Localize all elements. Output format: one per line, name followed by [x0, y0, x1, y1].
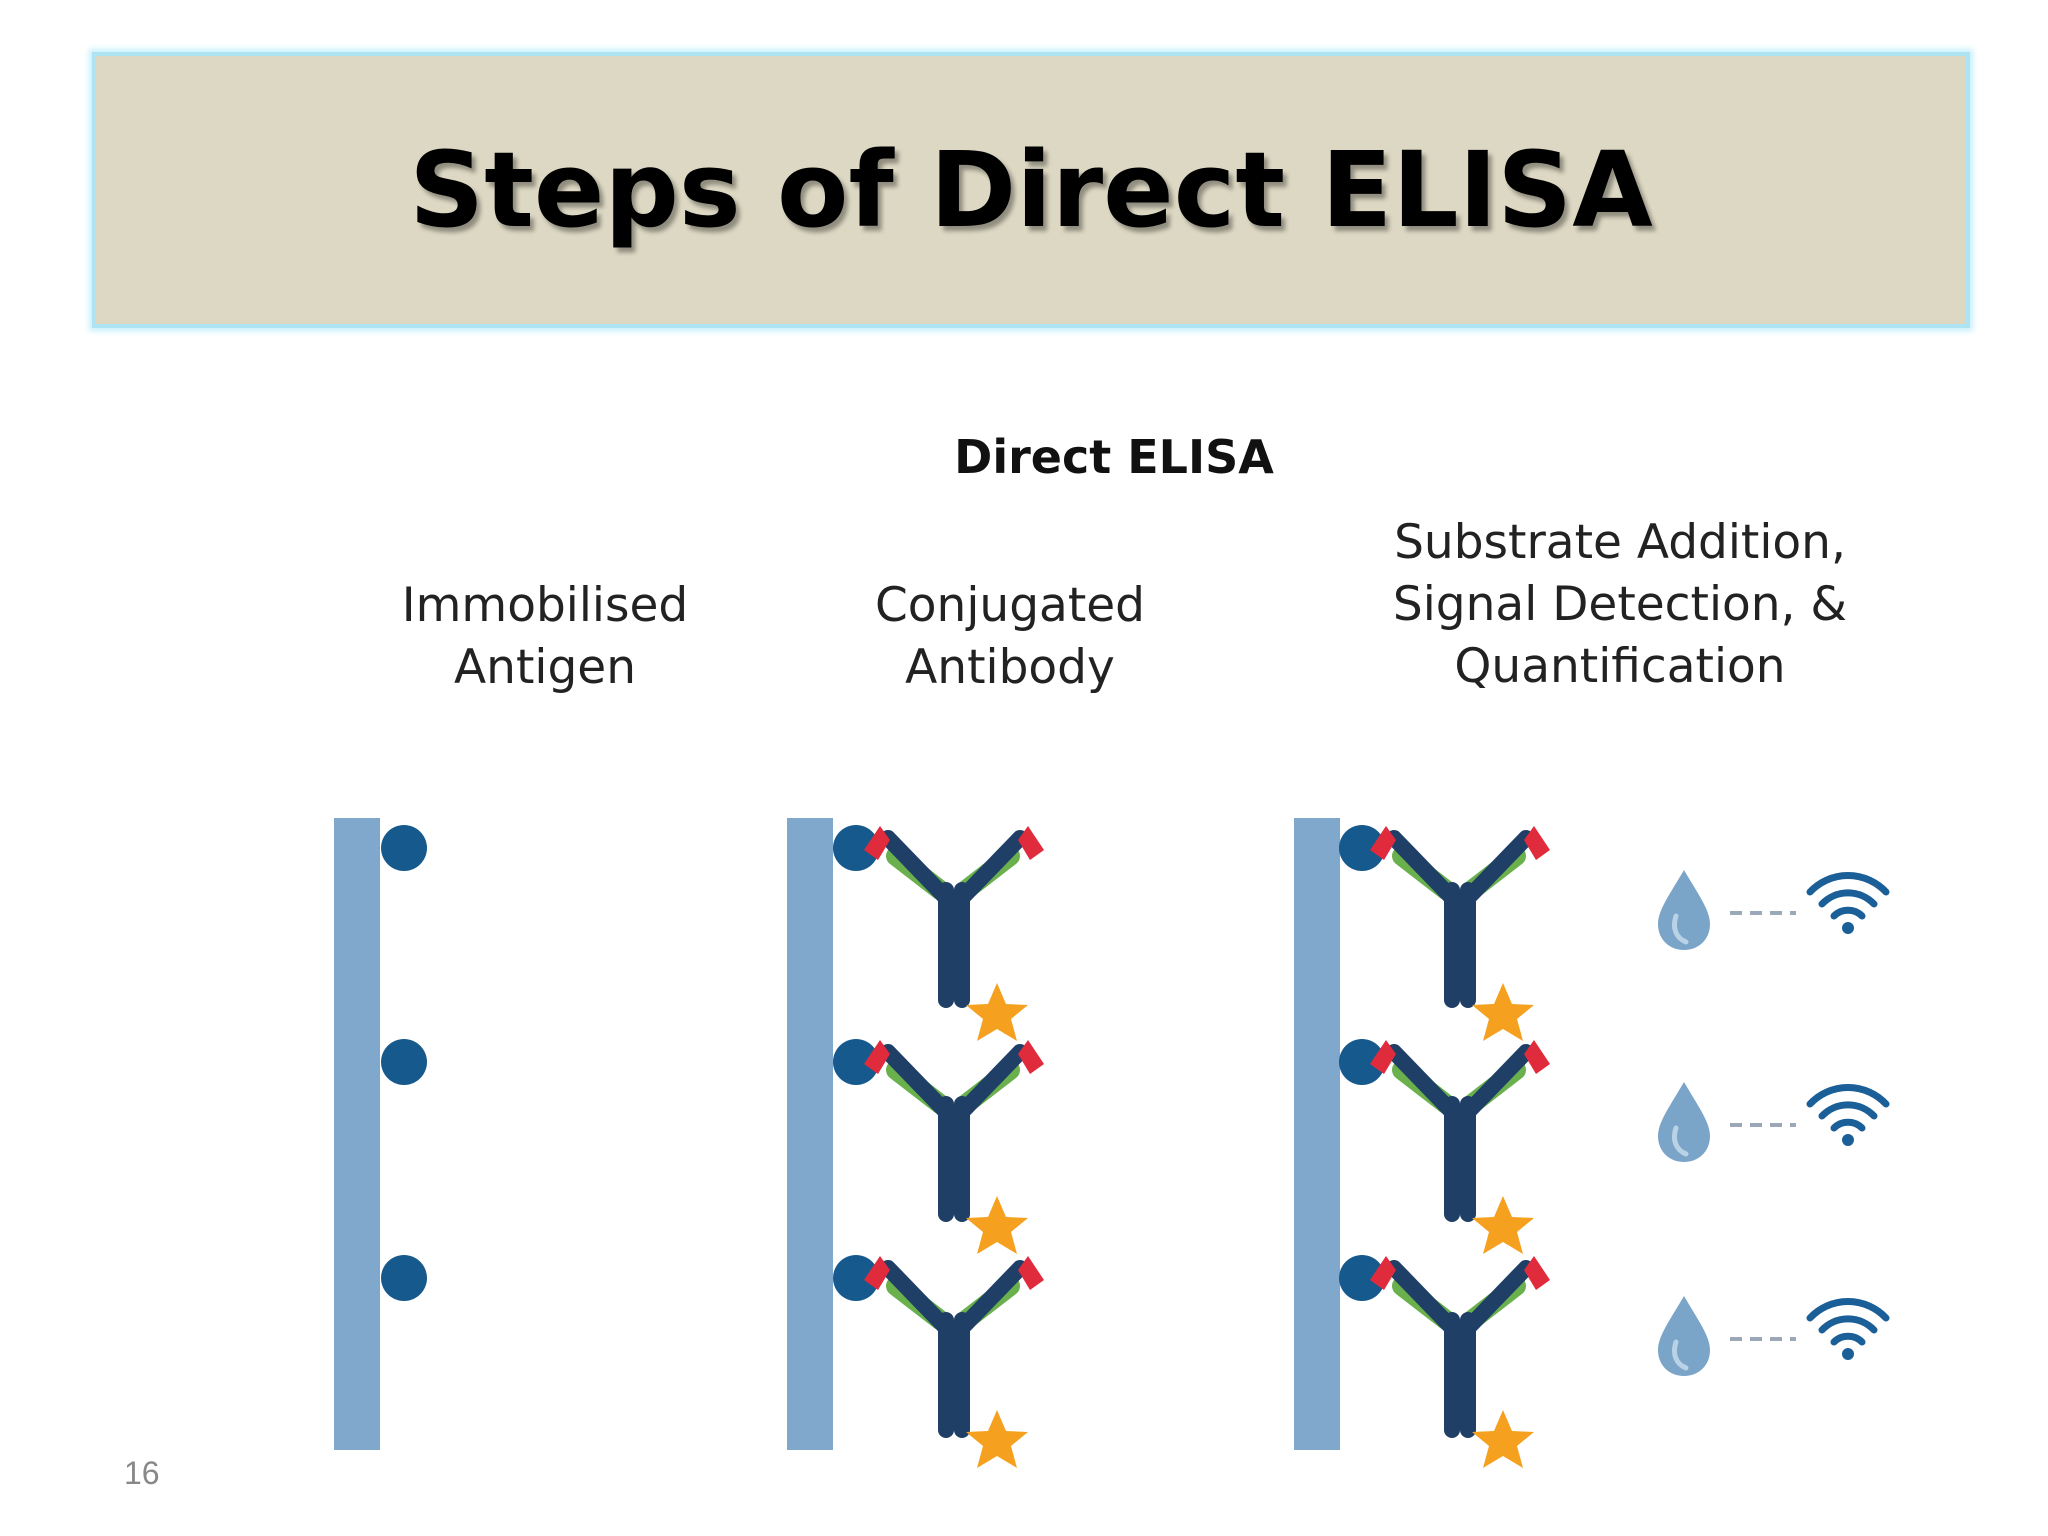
- title-banner: Steps of Direct ELISA: [92, 52, 1970, 328]
- step-label-conjugated-antibody: Conjugated Antibody: [874, 578, 1146, 695]
- enzyme-star: [1472, 1410, 1534, 1468]
- antibody-y-shape: [1370, 826, 1550, 1000]
- substrate-drop-icon: [1658, 870, 1710, 950]
- enzyme-star: [1472, 983, 1534, 1041]
- antigen-circle: [833, 1255, 879, 1301]
- signal-waves-icon: [1810, 1087, 1886, 1146]
- antibody-y-shape: [1370, 1040, 1550, 1214]
- enzyme-star: [1472, 1196, 1534, 1254]
- enzyme-star: [966, 1196, 1028, 1254]
- step-label-immobilised-antigen: Immobilised Antigen: [401, 578, 689, 695]
- diagram-title: Direct ELISA: [954, 430, 1274, 484]
- antibody-y-shape: [864, 826, 1044, 1000]
- substrate-drop-icon: [1658, 1296, 1710, 1376]
- panel-conjugated-antibody: [787, 818, 1044, 1468]
- plate-surface-bar: [787, 818, 833, 1450]
- step-label-substrate-detection: Substrate Addition, Signal Detection, & …: [1392, 515, 1848, 694]
- page-title: Steps of Direct ELISA: [409, 129, 1653, 251]
- substrate-drop-icon: [1658, 1082, 1710, 1162]
- antigen-circle: [1339, 825, 1385, 871]
- enzyme-star: [966, 1410, 1028, 1468]
- panel-immobilised-antigen: [334, 818, 427, 1450]
- signal-waves-icon: [1810, 875, 1886, 934]
- antibody-y-shape: [864, 1256, 1044, 1430]
- signal-waves-icon: [1810, 1301, 1886, 1360]
- antigen-circle: [833, 825, 879, 871]
- antigen-circle: [1339, 1255, 1385, 1301]
- antigen-circle: [381, 825, 427, 871]
- enzyme-star: [966, 983, 1028, 1041]
- antigen-circle: [381, 1039, 427, 1085]
- antigen-circle: [833, 1039, 879, 1085]
- antigen-circle: [381, 1255, 427, 1301]
- panel-substrate-detection: [1294, 818, 1886, 1468]
- slide-number: 16: [124, 1455, 160, 1491]
- plate-surface-bar: [1294, 818, 1340, 1450]
- antibody-y-shape: [1370, 1256, 1550, 1430]
- antibody-y-shape: [864, 1040, 1044, 1214]
- antigen-circle: [1339, 1039, 1385, 1085]
- plate-surface-bar: [334, 818, 380, 1450]
